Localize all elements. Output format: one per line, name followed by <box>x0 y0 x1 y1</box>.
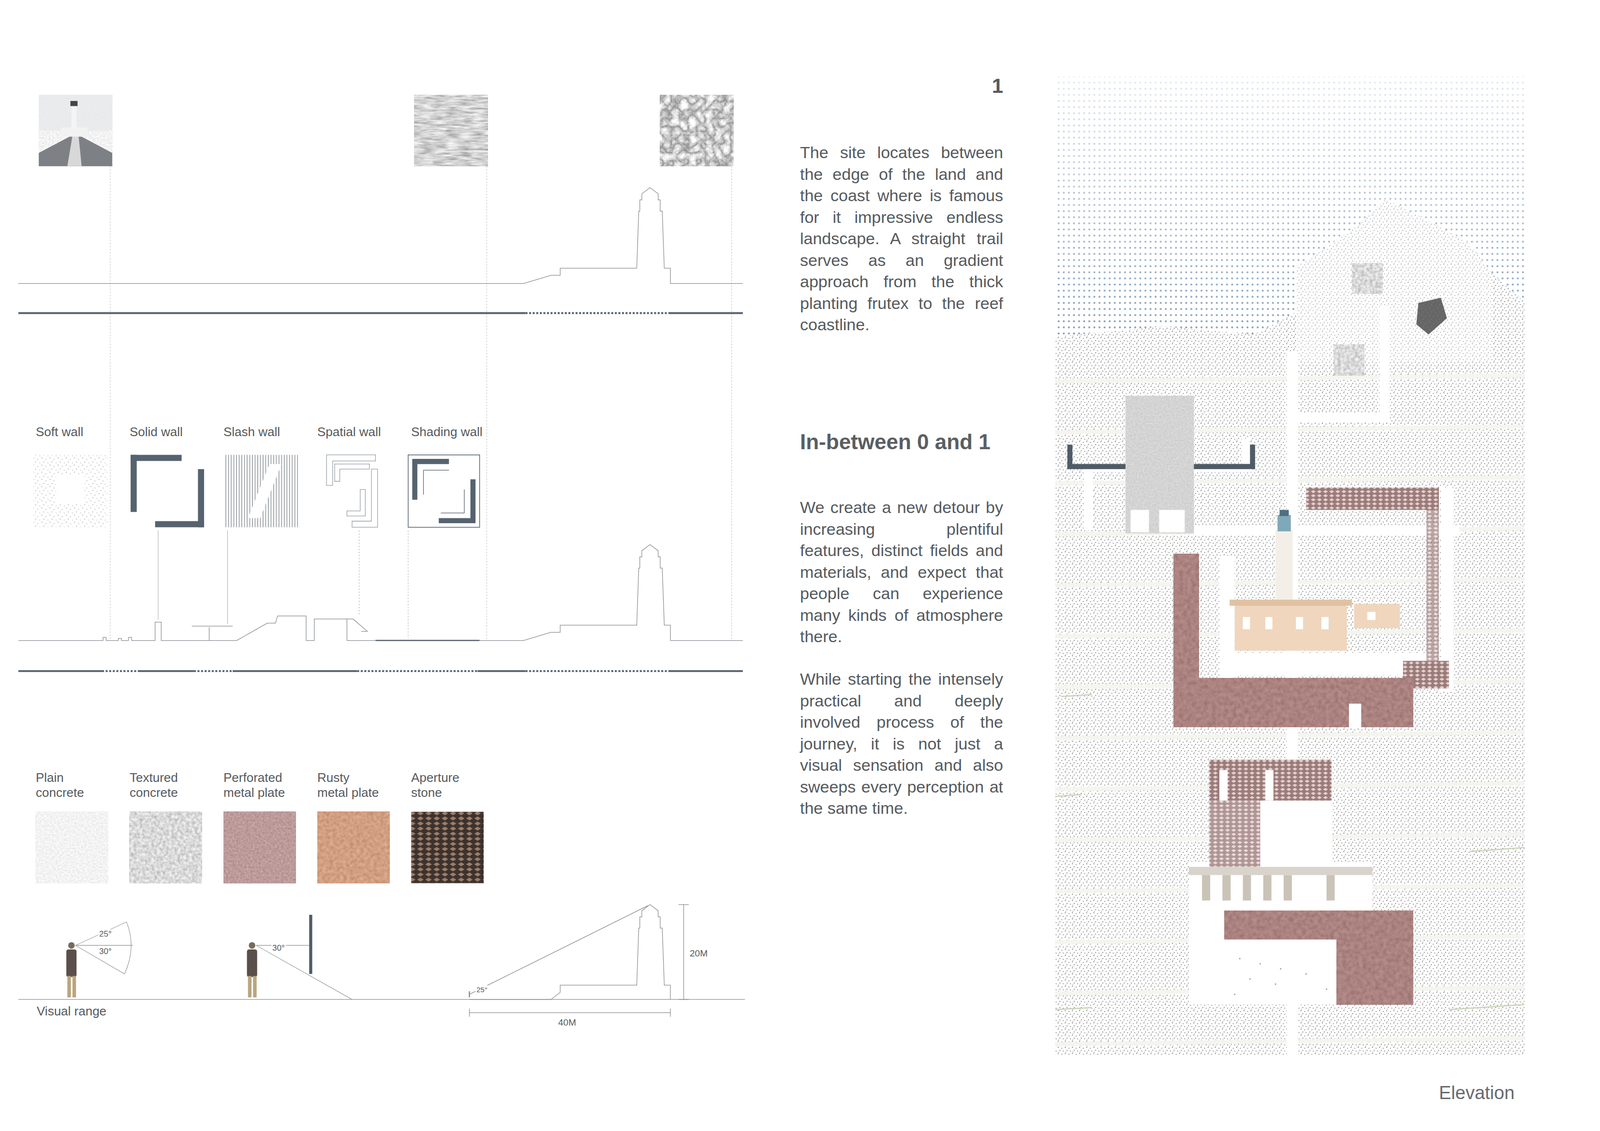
dimension-label: 40M <box>557 1017 578 1029</box>
material-label: Aperture stone <box>410 770 475 801</box>
material-label: Perforated metal plate <box>222 770 288 801</box>
site-photo <box>38 94 113 167</box>
material-item: Perforated metal plate <box>222 770 300 885</box>
wall-type-label: Shading wall <box>410 424 484 440</box>
angle-label: 25° <box>98 929 113 940</box>
site-section <box>18 544 743 641</box>
material-swatch <box>223 812 297 884</box>
material-item: Textured concrete <box>128 770 207 885</box>
angle-label: 25° <box>475 985 489 995</box>
person-figure <box>247 942 258 998</box>
wall-type-item: Slash wall <box>222 424 300 529</box>
drawing-caption: Elevation <box>1438 1082 1515 1104</box>
material-swatch <box>317 812 390 884</box>
page-number: 1 <box>969 74 1004 98</box>
person-figure <box>66 942 77 998</box>
shading-wall-icon <box>408 455 480 528</box>
wall-type-label: Soft wall <box>34 424 85 440</box>
leader-line <box>158 530 409 639</box>
material-swatch <box>35 812 109 884</box>
view-cone <box>75 922 133 975</box>
wall-type-item: Solid wall <box>128 424 207 529</box>
site-section <box>18 187 743 284</box>
site-photo <box>414 94 489 167</box>
view-cone <box>256 945 353 1000</box>
site-photo <box>660 94 734 167</box>
guide-line <box>110 166 732 641</box>
description-text: While starting the intensely practical a… <box>800 668 1004 820</box>
material-label: Textured concrete <box>128 770 194 801</box>
material-item: Aperture stone <box>410 770 488 885</box>
wall-type-item: Spatial wall <box>316 424 394 529</box>
diagram-label: Visual range <box>35 1004 108 1020</box>
section-slab <box>375 639 480 642</box>
material-label: Plain concrete <box>34 770 100 801</box>
trail-line <box>18 670 743 673</box>
solid-wall-icon <box>130 455 205 528</box>
angle-label: 30° <box>271 943 286 954</box>
wall-element <box>309 915 312 975</box>
section-heading: In-between 0 and 1 <box>800 429 991 455</box>
material-label: Rusty metal plate <box>316 770 382 801</box>
material-item: Rusty metal plate <box>316 770 394 885</box>
slash-wall-icon <box>224 455 298 528</box>
material-item: Plain concrete <box>34 770 113 885</box>
angle-label: 30° <box>98 947 113 957</box>
wall-type-item: Soft wall <box>34 424 113 529</box>
material-swatch <box>129 812 203 884</box>
elevation-illustration <box>1054 76 1525 1056</box>
wall-type-label: Spatial wall <box>316 424 383 440</box>
ground-line <box>18 999 745 1000</box>
wall-type-label: Slash wall <box>222 424 282 440</box>
trail-line <box>18 312 743 315</box>
material-swatch <box>411 812 484 884</box>
description-text: We create a new detour by increasing ple… <box>800 496 1004 648</box>
soft-wall-icon <box>33 455 108 528</box>
dimension-label: 20M <box>688 948 709 960</box>
lighthouse-outline <box>469 904 689 1018</box>
spatial-wall-icon <box>326 455 378 528</box>
wall-type-item: Shading wall <box>410 424 488 529</box>
description-text: The site locates between the edge of the… <box>800 141 1004 336</box>
wall-type-label: Solid wall <box>128 424 184 440</box>
